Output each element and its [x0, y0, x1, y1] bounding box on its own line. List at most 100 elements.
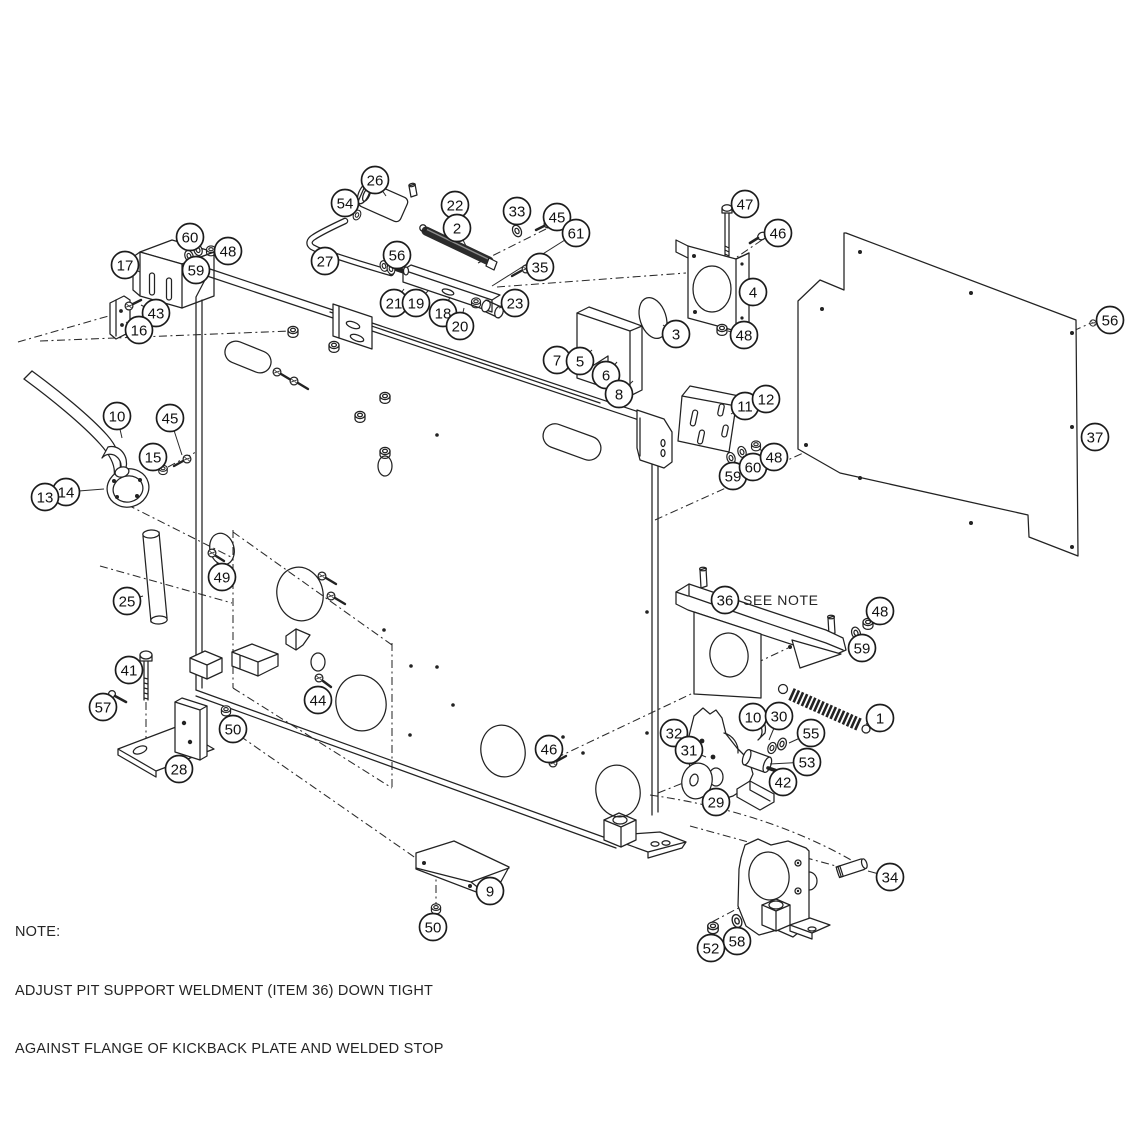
callout-14: 14	[51, 477, 81, 507]
svg-text:30: 30	[771, 708, 788, 725]
callout-20: 20	[445, 311, 475, 341]
callout-7: 7	[542, 345, 572, 375]
svg-text:47: 47	[737, 196, 754, 213]
svg-text:46: 46	[541, 741, 558, 758]
svg-text:23: 23	[507, 295, 524, 312]
latch-rod-2	[419, 224, 498, 271]
callout-15: 15	[138, 442, 168, 472]
callout-10: 10	[738, 702, 768, 732]
svg-text:53: 53	[799, 754, 816, 771]
svg-text:2: 2	[453, 220, 461, 237]
svg-text:35: 35	[532, 259, 549, 276]
svg-text:6: 6	[602, 367, 610, 384]
callout-56: 56	[1095, 305, 1125, 335]
svg-text:58: 58	[729, 933, 746, 950]
svg-text:15: 15	[145, 449, 162, 466]
svg-text:12: 12	[758, 391, 775, 408]
svg-text:44: 44	[310, 692, 327, 709]
callout-48: 48	[213, 236, 243, 266]
callout-34: 34	[875, 862, 905, 892]
svg-text:54: 54	[337, 195, 354, 212]
svg-text:7: 7	[553, 352, 561, 369]
support-weldment-36	[675, 566, 874, 699]
svg-text:14: 14	[58, 484, 75, 501]
callout-57: 57	[88, 692, 118, 722]
svg-text:34: 34	[882, 869, 899, 886]
callout-13: 13	[30, 482, 60, 512]
callout-45: 45	[542, 202, 572, 232]
callout-8: 8	[604, 379, 634, 409]
svg-text:13: 13	[37, 489, 54, 506]
svg-text:10: 10	[109, 408, 126, 425]
svg-text:48: 48	[872, 603, 889, 620]
svg-text:28: 28	[171, 761, 188, 778]
note-heading: NOTE:	[15, 924, 61, 940]
svg-text:9: 9	[486, 883, 494, 900]
svg-text:41: 41	[121, 662, 138, 679]
svg-text:60: 60	[182, 229, 199, 246]
svg-text:50: 50	[225, 721, 242, 738]
callout-27: 27	[310, 246, 340, 276]
callout-31: 31	[674, 735, 704, 765]
callout-2: 2	[442, 213, 472, 243]
svg-text:52: 52	[703, 940, 720, 957]
callout-61: 61	[561, 218, 591, 248]
callout-33: 33	[502, 196, 532, 226]
latch-bracket-assembly	[332, 219, 553, 350]
callout-37: 37	[1080, 422, 1110, 452]
callout-45: 45	[155, 403, 185, 433]
lever-assembly	[23, 370, 192, 508]
svg-text:31: 31	[681, 742, 698, 759]
see-note-label: SEE NOTE	[743, 592, 819, 608]
main-side-plate	[189, 267, 687, 859]
svg-text:43: 43	[148, 305, 165, 322]
callout-35: 35	[525, 252, 555, 282]
callout-50: 50	[218, 714, 248, 744]
svg-text:48: 48	[736, 327, 753, 344]
svg-text:57: 57	[95, 699, 112, 716]
svg-text:59: 59	[854, 640, 871, 657]
callout-19: 19	[401, 288, 431, 318]
callout-28: 28	[164, 754, 194, 784]
svg-text:49: 49	[214, 569, 231, 586]
callout-3: 3	[661, 319, 691, 349]
svg-text:18: 18	[435, 305, 452, 322]
callout-43: 43	[141, 298, 171, 328]
svg-text:25: 25	[119, 593, 136, 610]
callout-1: 1	[865, 703, 895, 733]
svg-text:59: 59	[725, 468, 742, 485]
callout-50: 50	[418, 912, 448, 942]
callout-58: 58	[722, 926, 752, 956]
callout-22: 22	[440, 190, 470, 220]
svg-text:45: 45	[549, 209, 566, 226]
svg-text:36: 36	[717, 592, 734, 609]
callout-49: 49	[207, 562, 237, 592]
callout-36: 36	[710, 585, 740, 615]
callout-54: 54	[330, 188, 360, 218]
svg-text:27: 27	[317, 253, 334, 270]
svg-text:48: 48	[766, 449, 783, 466]
callout-48: 48	[865, 596, 895, 626]
note-line-2: AGAINST FLANGE OF KICKBACK PLATE AND WEL…	[15, 1041, 444, 1057]
svg-text:22: 22	[447, 197, 464, 214]
svg-text:37: 37	[1087, 429, 1104, 446]
svg-text:10: 10	[745, 709, 762, 726]
svg-text:5: 5	[576, 353, 584, 370]
gasket-3	[638, 297, 668, 339]
callout-59: 59	[847, 633, 877, 663]
svg-text:56: 56	[1102, 312, 1119, 329]
svg-text:8: 8	[615, 386, 623, 403]
svg-text:1: 1	[876, 710, 884, 727]
callout-59: 59	[181, 255, 211, 285]
svg-text:46: 46	[770, 225, 787, 242]
callout-42: 42	[768, 767, 798, 797]
svg-text:3: 3	[672, 326, 680, 343]
bearing-plate-assembly	[707, 838, 868, 940]
svg-text:45: 45	[162, 410, 179, 427]
callout-47: 47	[730, 189, 760, 219]
tube-25	[142, 529, 168, 625]
pivot-cam-assembly	[681, 707, 789, 811]
svg-text:61: 61	[568, 225, 585, 242]
svg-text:16: 16	[131, 322, 148, 339]
